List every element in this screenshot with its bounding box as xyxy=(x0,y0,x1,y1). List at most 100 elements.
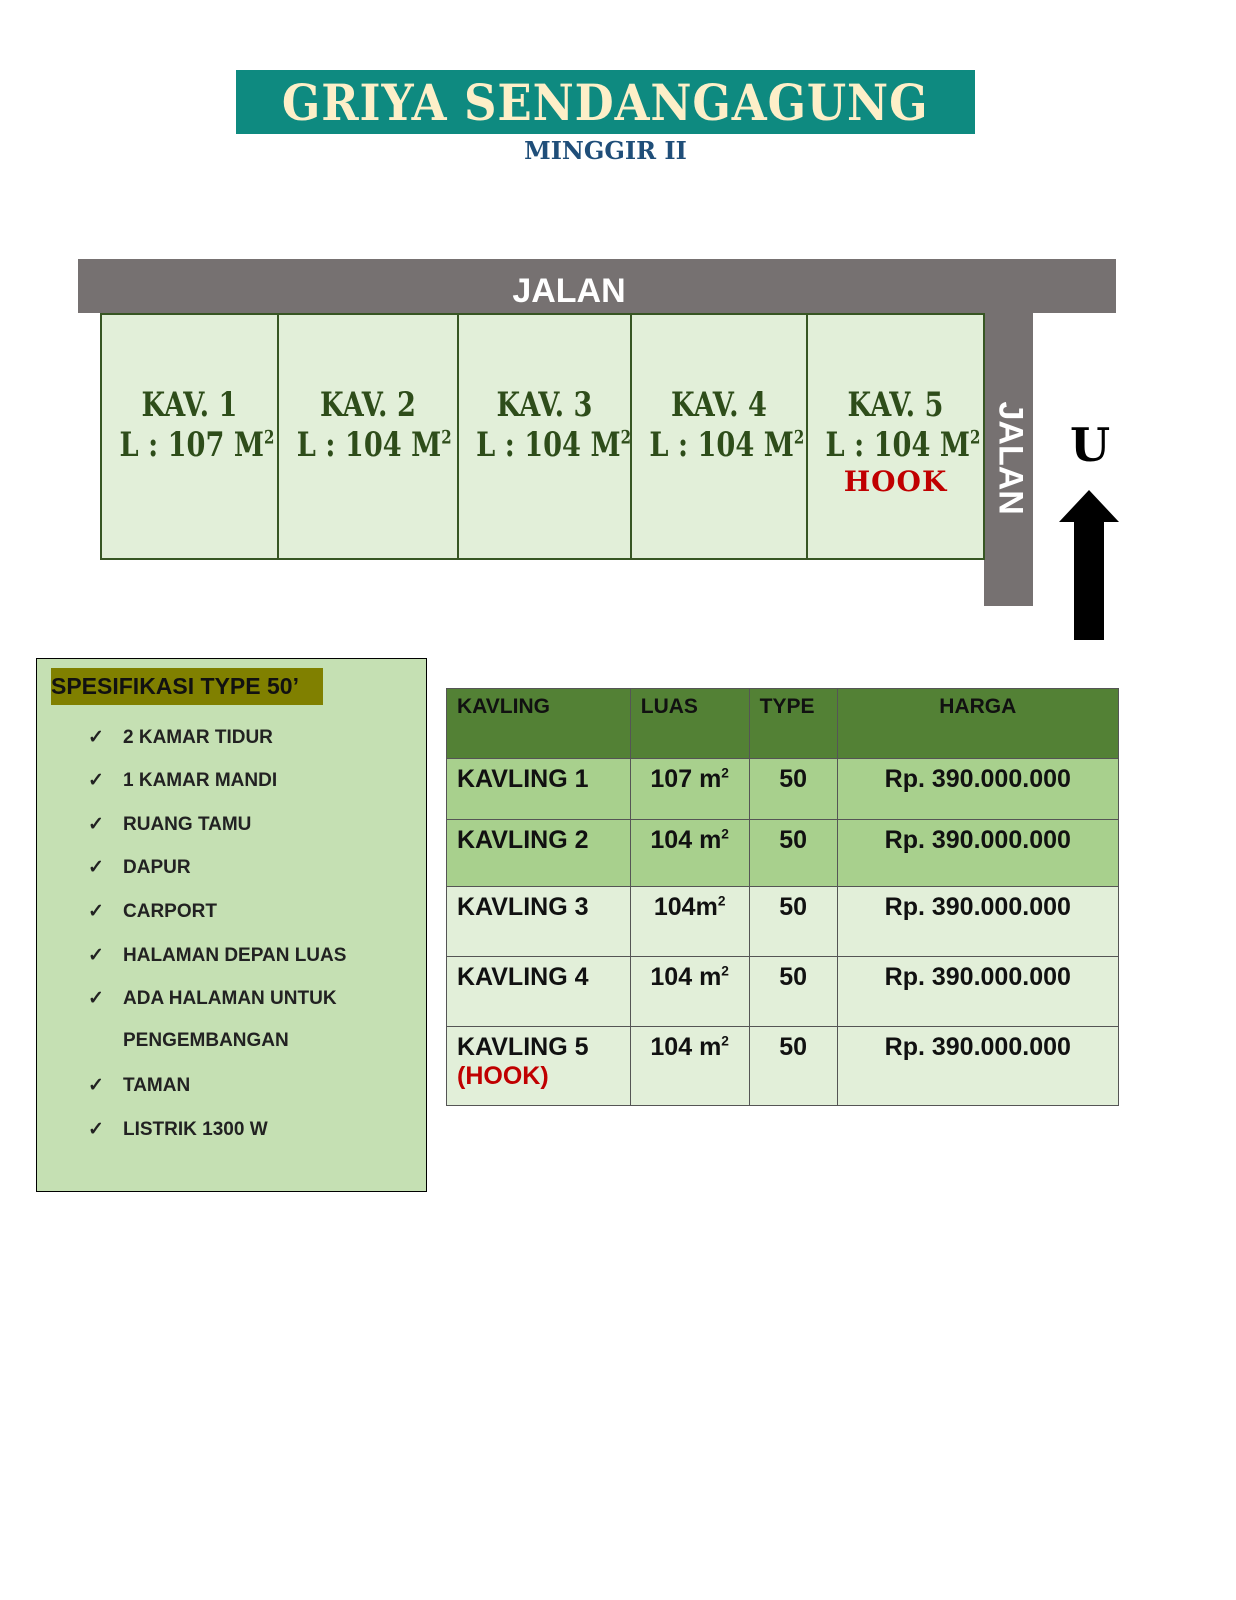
spec-item: ✓ CARPORT xyxy=(88,900,217,923)
plot-area: L : 104 M2 xyxy=(649,425,804,465)
cell-type: 50 xyxy=(748,1026,838,1106)
plot-area-sup: 2 xyxy=(263,426,275,449)
cell-kavling: KAVLING 3 xyxy=(446,886,631,957)
spec-item: ✓ LISTRIK 1300 W xyxy=(88,1118,268,1141)
luas-value: 104 m xyxy=(650,826,722,854)
check-icon: ✓ xyxy=(88,857,104,878)
plot-area-text: L : 107 M xyxy=(119,425,264,465)
plot-kav-3: KAV. 3 L : 104 M2 xyxy=(457,313,632,560)
spec-item-label: 2 KAMAR TIDUR xyxy=(123,727,273,748)
spec-item: ✓HALAMAN DEPAN LUAS xyxy=(88,944,346,967)
cell-luas: 104 m2 xyxy=(629,956,750,1027)
road-side xyxy=(984,313,1033,606)
page-subtitle: MINGGIR II xyxy=(524,136,687,165)
cell-kavling: KAVLING 4 xyxy=(446,956,631,1027)
cell-type: 50 xyxy=(748,819,838,887)
north-label: U xyxy=(1069,418,1111,472)
spec-item: ✓ 1 KAMAR MANDI xyxy=(88,769,277,792)
plot-kav-4: KAV. 4 L : 104 M2 xyxy=(630,313,808,560)
plot-kav-2: KAV. 2 L : 104 M2 xyxy=(277,313,459,560)
spec-item-label: 1 KAMAR MANDI xyxy=(123,770,278,791)
kavling-name: KAVLING 4 xyxy=(457,963,589,991)
road-top-label: JALAN xyxy=(512,272,626,310)
cell-type: 50 xyxy=(748,758,838,820)
spec-item: ✓ 2 KAMAR TIDUR xyxy=(88,726,273,749)
spec-item-label: PENGEMBANGAN xyxy=(123,1030,289,1051)
table-header-row: KAVLING LUAS TYPE HARGA xyxy=(446,688,1120,759)
spec-item: ✓DAPUR xyxy=(88,856,191,879)
spec-title: SPESIFIKASI TYPE 50’ xyxy=(51,668,323,705)
cell-kavling: KAVLING 1 xyxy=(446,758,631,820)
plot-area-sup: 2 xyxy=(441,426,452,449)
table-row: KAVLING 2 104 m2 50 Rp. 390.000.000 xyxy=(446,819,1120,887)
luas-value: 104m xyxy=(653,893,718,921)
plot-area: L : 104 M2 xyxy=(826,425,981,465)
plot-name: KAV. 3 xyxy=(496,385,593,425)
cell-luas: 104 m2 xyxy=(629,819,750,887)
north-arrow-icon xyxy=(1059,490,1119,640)
spec-item: ✓RUANG TAMU xyxy=(88,813,251,836)
plot-name: KAV. 2 xyxy=(320,385,416,425)
header-kavling: KAVLING xyxy=(446,688,631,759)
check-icon: ✓ xyxy=(88,1075,104,1096)
table-row: KAVLING 5(HOOK) 104 m2 50 Rp. 390.000.00… xyxy=(446,1026,1120,1106)
plot-area-text: L : 104 M xyxy=(296,425,442,465)
plot-area: L : 104 M2 xyxy=(476,425,631,465)
plot-area-text: L : 104 M xyxy=(825,425,970,465)
table-row: KAVLING 3 104m2 50 Rp. 390.000.000 xyxy=(446,886,1120,957)
plot-name: KAV. 1 xyxy=(141,385,238,425)
spec-box xyxy=(36,658,427,1192)
header-harga: HARGA xyxy=(836,688,1120,759)
hook-note: (HOOK) xyxy=(457,1062,549,1090)
plot-area-text: L : 104 M xyxy=(649,425,794,465)
spec-item-label: CARPORT xyxy=(123,901,217,922)
cell-harga: Rp. 390.000.000 xyxy=(836,819,1120,887)
spec-item: ✓ADA HALAMAN UNTUK xyxy=(88,987,337,1010)
cell-kavling: KAVLING 5(HOOK) xyxy=(446,1026,631,1106)
kavling-name: KAVLING 3 xyxy=(457,893,589,921)
cell-type: 50 xyxy=(748,956,838,1027)
plot-hook-label: HOOK xyxy=(843,465,948,498)
plot-kav-5: KAV. 5 L : 104 M2 HOOK xyxy=(806,313,985,560)
plot-area: L : 107 M2 xyxy=(120,425,275,465)
cell-luas: 104 m2 xyxy=(629,1026,750,1106)
check-icon: ✓ xyxy=(88,988,104,1009)
spec-item-label: TAMAN xyxy=(123,1075,191,1096)
plot-area-sup: 2 xyxy=(620,426,631,449)
kavling-name: KAVLING 2 xyxy=(457,826,589,854)
plot-area-sup: 2 xyxy=(969,426,981,449)
luas-sup: 2 xyxy=(721,963,729,979)
plot-area: L : 104 M2 xyxy=(296,425,452,465)
plot-name: KAV. 4 xyxy=(671,385,767,425)
header-luas: LUAS xyxy=(629,688,750,759)
kavling-name: KAVLING 5 xyxy=(457,1033,589,1061)
check-icon: ✓ xyxy=(88,770,104,791)
page-title: GRIYA SENDANGAGUNG xyxy=(282,72,929,132)
table-row: KAVLING 1 107 m2 50 Rp. 390.000.000 xyxy=(446,758,1120,820)
table-row: KAVLING 4 104 m2 50 Rp. 390.000.000 xyxy=(446,956,1120,1027)
cell-harga: Rp. 390.000.000 xyxy=(836,956,1120,1027)
road-top xyxy=(78,259,1116,313)
luas-value: 104 m xyxy=(650,963,722,991)
spec-item-label: RUANG TAMU xyxy=(123,814,252,835)
kavling-name: KAVLING 1 xyxy=(457,765,589,793)
check-icon: ✓ xyxy=(88,727,104,748)
luas-sup: 2 xyxy=(721,826,729,842)
header-type: TYPE xyxy=(748,688,838,759)
check-icon: ✓ xyxy=(88,945,104,966)
plot-kav-1: KAV. 1 L : 107 M2 xyxy=(100,313,279,560)
cell-luas: 107 m2 xyxy=(629,758,750,820)
luas-sup: 2 xyxy=(721,765,729,781)
spec-item: ✓ TAMAN xyxy=(88,1074,190,1097)
luas-value: 104 m xyxy=(650,1033,722,1061)
luas-value: 107 m xyxy=(650,765,722,793)
price-table: KAVLING LUAS TYPE HARGA KAVLING 1 107 m2… xyxy=(446,688,1120,1106)
check-icon: ✓ xyxy=(88,1119,104,1140)
check-icon: ✓ xyxy=(88,901,104,922)
spec-item-label: LISTRIK 1300 W xyxy=(123,1119,268,1140)
cell-harga: Rp. 390.000.000 xyxy=(836,1026,1120,1106)
cell-type: 50 xyxy=(748,886,838,957)
cell-luas: 104m2 xyxy=(629,886,750,957)
cell-harga: Rp. 390.000.000 xyxy=(836,886,1120,957)
